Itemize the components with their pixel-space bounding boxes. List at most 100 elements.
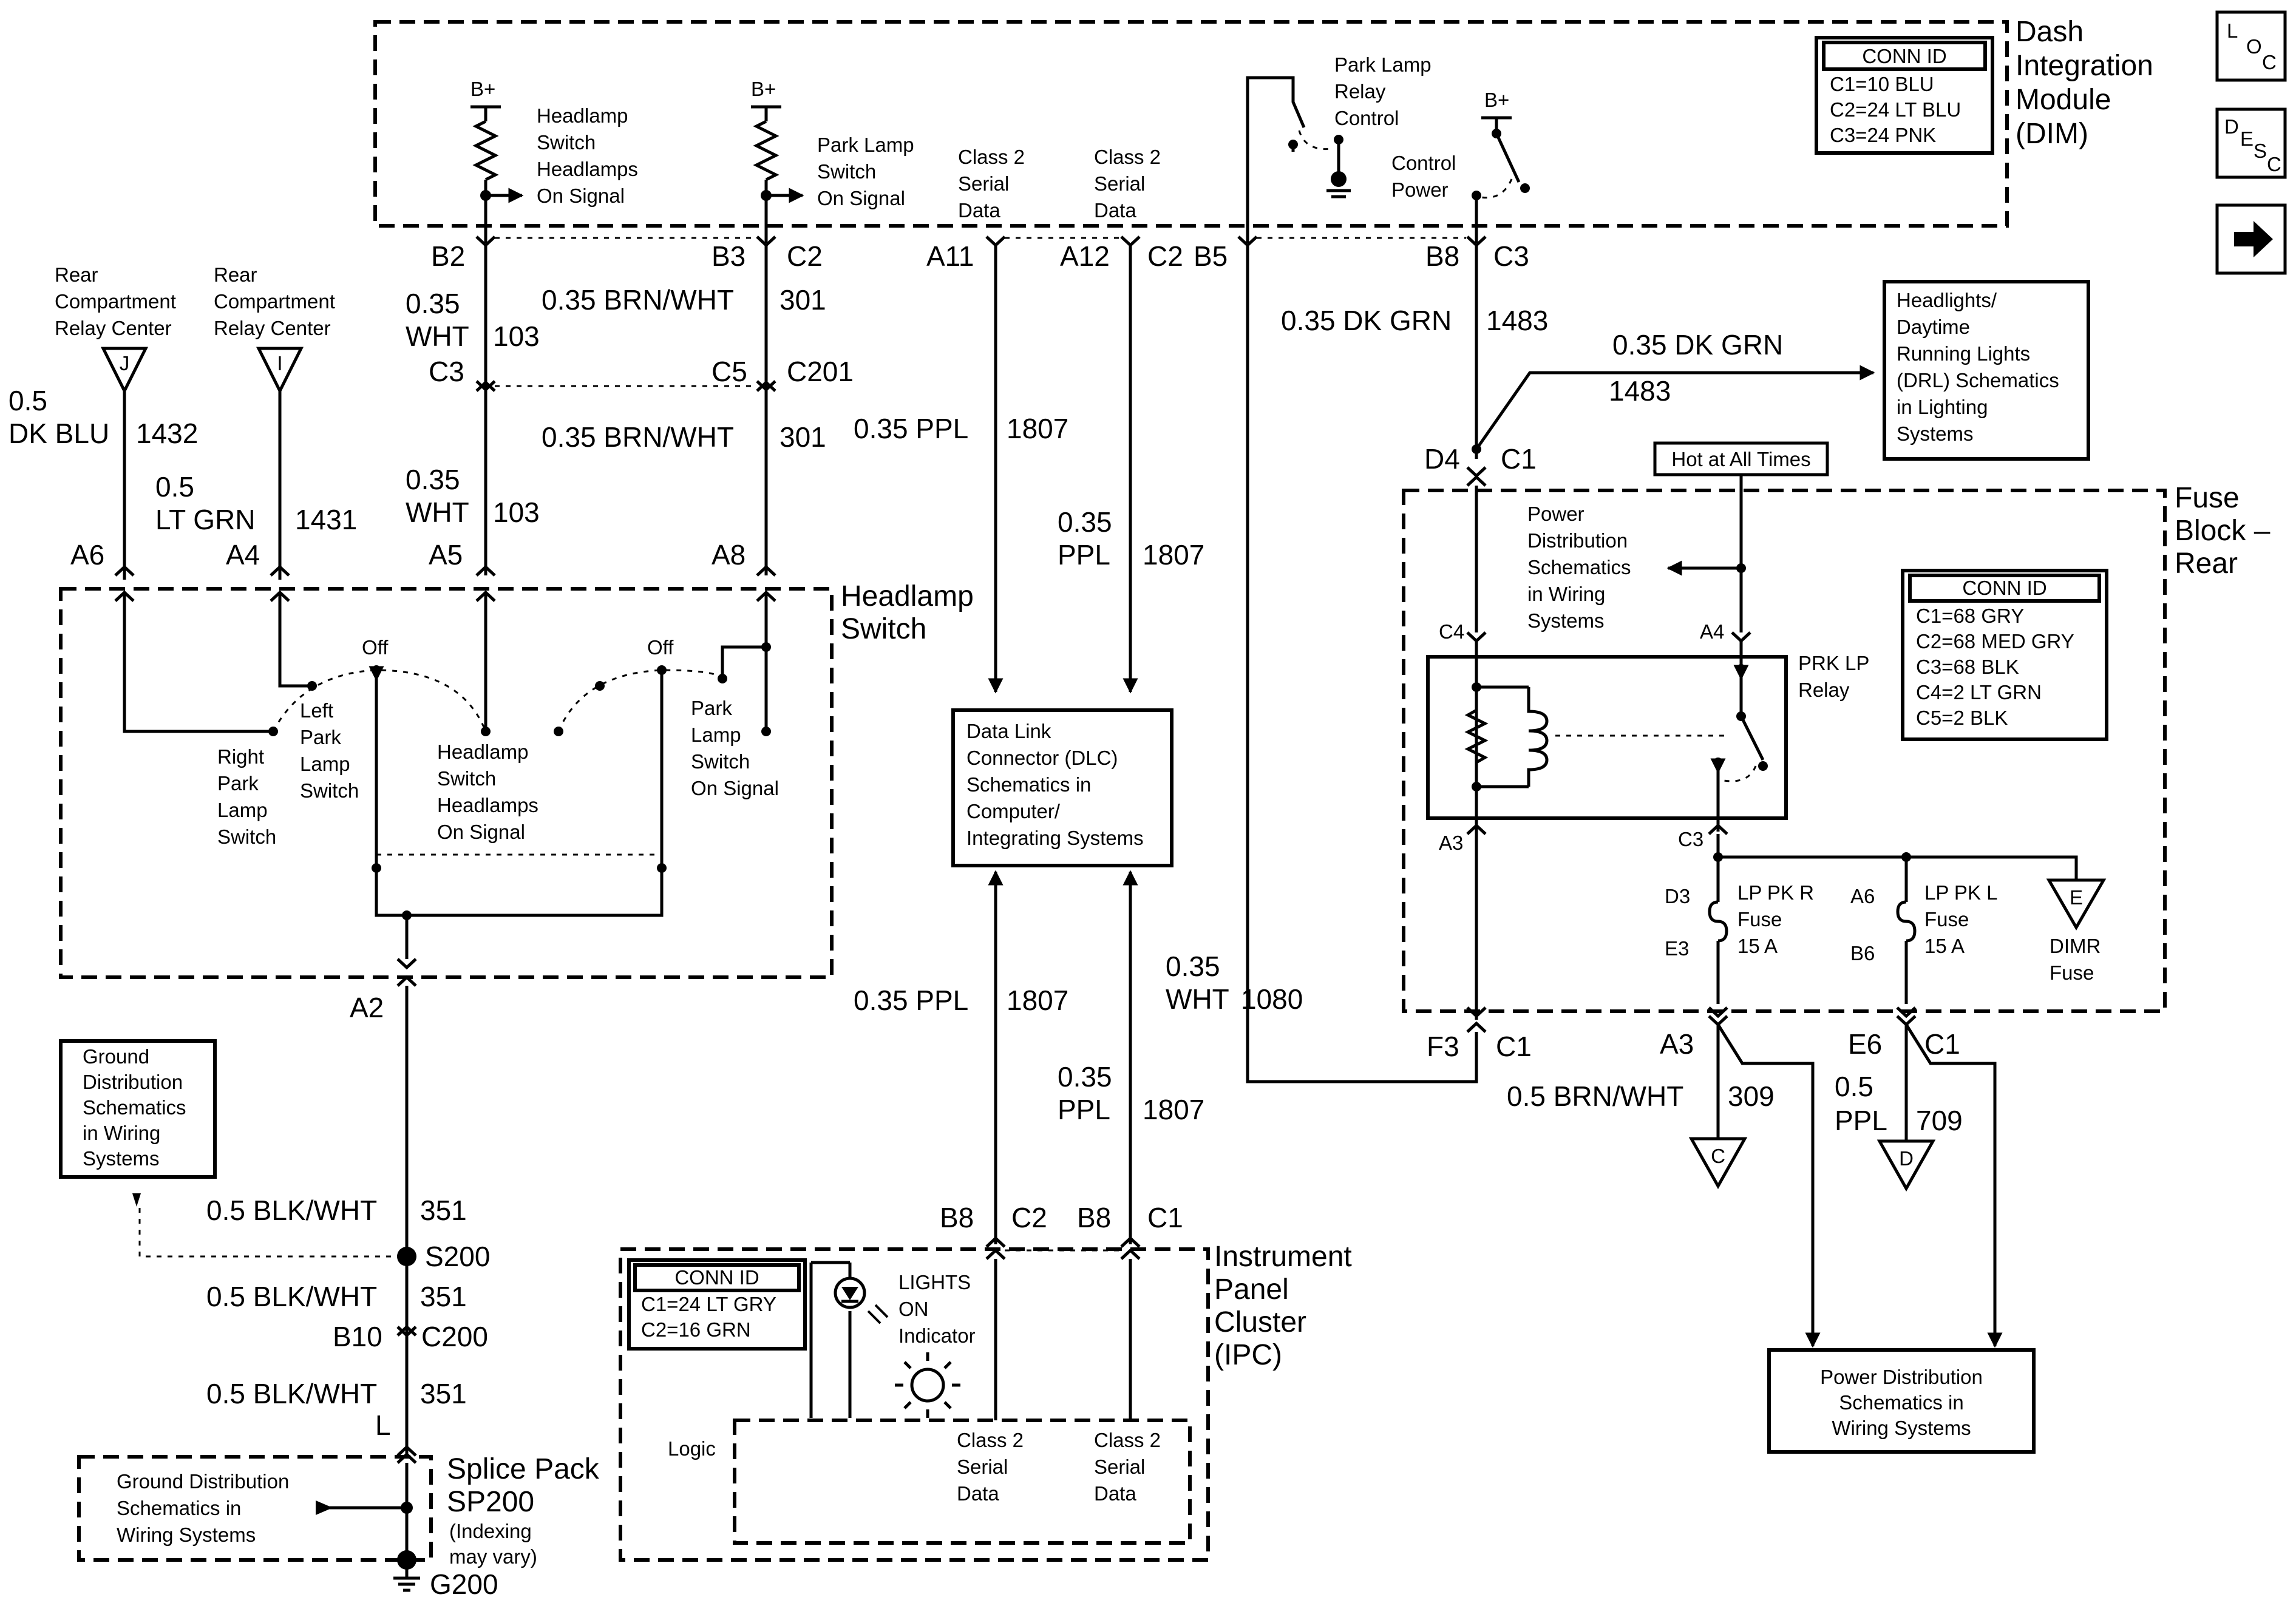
wire-301[interactable]: 0.35 BRN/WHT 301 0.35 BRN/WHT 301 [542,245,826,575]
dim-connector-chevrons [475,236,1487,248]
svg-text:C2=24 LT BLU: C2=24 LT BLU [1830,98,1961,121]
power-distribution-box[interactable]: Power Distribution Schematics in Wiring … [1767,1348,2036,1454]
dim-module-border [373,20,2009,228]
svg-text:Wiring Systems: Wiring Systems [117,1524,256,1546]
svg-text:C5: C5 [712,356,747,387]
svg-text:PPL: PPL [1058,539,1110,571]
headlamp-switch-pins: A6 A4 A5 A8 A2 [70,539,776,1023]
svg-text:S200: S200 [425,1241,490,1272]
svg-text:B3: B3 [712,240,746,272]
wire-351[interactable]: 0.5 BLK/WHT 351 0.5 BLK/WHT 351 0.5 BLK/… [206,986,467,1457]
svg-text:Off: Off [647,636,674,659]
ipc-pins: B8 C2 B8 C1 [940,1202,1183,1260]
svg-text:PRK LP: PRK LP [1798,652,1869,674]
svg-text:in Lighting: in Lighting [1897,396,1988,418]
svg-text:Module: Module [2016,84,2111,116]
svg-text:Fuse: Fuse [1737,908,1782,931]
svg-text:Park: Park [217,772,259,795]
wire-1807-a11[interactable]: 0.35 PPL 1807 0.35 PPL 1807 [854,245,1068,1244]
svg-text:Systems: Systems [1897,422,1974,445]
svg-text:A4: A4 [1700,620,1724,643]
arrow-right-icon [2234,221,2273,257]
svg-text:C1: C1 [1496,1031,1532,1062]
svg-text:Relay Center: Relay Center [214,317,331,339]
connector-d4-c1: D4 C1 [1424,443,1537,487]
svg-text:Lamp: Lamp [217,799,268,821]
loc-button[interactable]: L O C [2215,10,2287,82]
fuse-block-title: Fuse Block – Rear [2175,482,2271,580]
svg-text:0.35 PPL: 0.35 PPL [854,985,968,1016]
svg-text:A3: A3 [1439,832,1463,854]
svg-text:B+: B+ [751,78,776,100]
svg-text:may vary): may vary) [449,1545,537,1568]
wire-1483[interactable]: 0.35 DK GRN 1483 0.35 DK GRN 1483 [1281,245,1875,459]
svg-text:Data: Data [1094,199,1136,222]
wire-309[interactable]: C 0.5 BRN/WHT 309 [1507,1015,1821,1348]
ground-distribution-box[interactable]: Ground Distribution Schematics in Wiring… [59,1039,217,1179]
splice-pack-sp200: L Ground Distribution Schematics in Wiri… [77,1409,600,1600]
svg-text:C2: C2 [1011,1202,1047,1233]
svg-text:Dash: Dash [2016,16,2084,48]
svg-text:L: L [375,1409,391,1441]
svg-text:Ground: Ground [83,1045,149,1068]
fuse-block-internal: C4 A4 Power Distribution Schematics in W… [1426,475,2107,1020]
wire-1080[interactable]: 0.35 WHT 1080 [1166,245,1478,1083]
svg-text:0.5: 0.5 [8,385,47,416]
svg-text:351: 351 [420,1378,467,1409]
drl-box[interactable]: Headlights/ Daytime Running Lights (DRL)… [1883,280,2090,461]
wire-103[interactable]: 0.35 WHT 103 0.35 WHT 103 [406,245,540,575]
svg-text:1807: 1807 [1007,413,1068,444]
ipc-border [619,1247,1210,1562]
svg-text:On Signal: On Signal [691,777,779,799]
next-page-button[interactable] [2215,203,2287,275]
svg-text:Serial: Serial [957,1456,1008,1478]
svg-text:351: 351 [420,1281,467,1312]
svg-text:C1=68 GRY: C1=68 GRY [1916,605,2024,627]
svg-text:WHT: WHT [1166,983,1229,1015]
svg-text:Lamp: Lamp [691,724,741,746]
desc-button[interactable]: D E S C [2215,107,2287,179]
svg-text:Park Lamp: Park Lamp [1334,53,1432,76]
svg-text:0.35 PPL: 0.35 PPL [854,413,968,444]
dim-class2-label-a11: Class 2 Serial Data [958,146,1025,222]
svg-text:On Signal: On Signal [437,821,525,843]
svg-text:B+: B+ [1484,89,1509,111]
svg-text:Data: Data [958,199,1000,222]
svg-text:C2: C2 [787,240,823,272]
svg-text:Headlamps: Headlamps [437,794,538,816]
svg-text:C2=16 GRN: C2=16 GRN [641,1318,751,1341]
dlc-box[interactable]: Data Link Connector (DLC) Schematics in … [951,708,1173,867]
svg-text:Serial: Serial [1094,1456,1145,1478]
svg-text:1807: 1807 [1143,539,1204,571]
wire-709[interactable]: D 0.5 PPL 709 [1835,1015,2003,1348]
svg-text:0.35: 0.35 [1058,506,1112,538]
svg-text:Switch: Switch [841,613,926,645]
svg-text:Relay: Relay [1334,80,1386,103]
svg-text:C1: C1 [1501,443,1537,475]
dim-park-lamp-relay-control: Park Lamp Relay Control [1246,53,1432,243]
svg-text:B8: B8 [940,1202,974,1233]
dim-control-power: B+ Control Power [1391,89,1530,243]
svg-text:C2=68 MED GRY: C2=68 MED GRY [1916,630,2074,653]
svg-text:F3: F3 [1427,1031,1459,1062]
svg-text:D4: D4 [1424,443,1460,475]
svg-text:C4=2 LT GRN: C4=2 LT GRN [1916,681,2042,703]
dim-park-lamp-signal: B+ Park Lamp Switch On Signal [751,78,914,243]
svg-text:709: 709 [1916,1105,1963,1136]
svg-text:301: 301 [779,421,826,453]
svg-text:Running Lights: Running Lights [1897,342,2030,365]
svg-text:Rear: Rear [55,263,98,286]
svg-text:Power Distribution: Power Distribution [1820,1366,1983,1388]
svg-text:CONN ID: CONN ID [1862,45,1946,67]
svg-text:0.35 DK GRN: 0.35 DK GRN [1612,329,1783,361]
ipc-internal: LIGHTS ON Indicator Logic Class 2 Serial… [668,1259,1192,1545]
rear-compartment-i[interactable]: Rear Compartment Relay Center I 0.5 LT G… [155,263,357,580]
svg-text:0.35: 0.35 [406,288,460,319]
svg-text:A3: A3 [1660,1028,1694,1060]
svg-text:DK BLU: DK BLU [8,418,109,449]
indicator-lamp-icon [895,1352,960,1418]
rear-compartment-j[interactable]: Rear Compartment Relay Center J 0.5 DK B… [8,263,198,580]
wire-1807-a12[interactable]: 0.35 PPL 1807 0.35 PPL 1807 [1058,245,1204,1244]
svg-text:in Wiring: in Wiring [83,1122,160,1144]
svg-text:Schematics: Schematics [83,1096,186,1119]
